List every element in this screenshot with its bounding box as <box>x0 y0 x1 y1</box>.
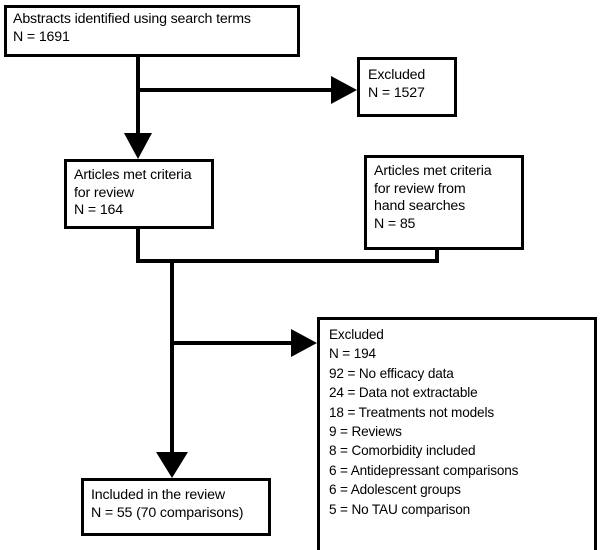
node-hand-searches-text: Articles met criteria for review from ha… <box>367 158 521 236</box>
node-hand-line-3: hand searches <box>374 198 466 215</box>
node-excluded-fulltext-line-4: 24 = Data not extractable <box>329 385 478 401</box>
node-included-text: Included in the review N = 55 (70 compar… <box>84 481 268 525</box>
node-hand-line-2: for review from <box>374 180 466 197</box>
node-excluded-fulltext-line-9: 6 = Adolescent groups <box>329 482 461 498</box>
node-articles-line-3: N = 164 <box>74 202 124 219</box>
arrowhead-down-included <box>156 452 188 478</box>
node-articles-line-2: for review <box>74 184 134 201</box>
node-excluded-fulltext-line-2: N = 194 <box>329 346 376 362</box>
node-excluded-screening-line-2: N = 1527 <box>368 84 425 101</box>
node-included-line-2: N = 55 (70 comparisons) <box>91 504 244 521</box>
node-excluded-screening-text: Excluded N = 1527 <box>360 60 454 105</box>
node-excluded-fulltext: Excluded N = 194 92 = No efficacy data 2… <box>317 317 597 550</box>
node-excluded-fulltext-line-10: 5 = No TAU comparison <box>329 501 471 517</box>
node-articles-line-1: Articles met criteria <box>74 167 192 183</box>
node-excluded-fulltext-line-1: Excluded <box>329 327 384 342</box>
node-abstracts-identified: Abstracts identified using search terms … <box>4 5 300 57</box>
node-excluded-fulltext-text: Excluded N = 194 92 = No efficacy data 2… <box>320 320 594 523</box>
node-excluded-fulltext-line-7: 8 = Comorbidity included <box>329 443 476 459</box>
node-excluded-screening: Excluded N = 1527 <box>357 57 457 117</box>
node-abstracts-line-2: N = 1691 <box>13 28 70 45</box>
node-included-line-1: Included in the review <box>91 487 225 503</box>
arrowhead-right-excluded-screening <box>331 76 357 104</box>
node-included-in-review: Included in the review N = 55 (70 compar… <box>81 478 271 536</box>
node-hand-line-4: N = 85 <box>374 215 416 232</box>
node-excluded-fulltext-line-3: 92 = No efficacy data <box>329 365 454 381</box>
node-articles-met-criteria: Articles met criteria for review N = 164 <box>64 159 214 229</box>
node-excluded-fulltext-line-6: 9 = Reviews <box>329 424 402 440</box>
node-excluded-screening-line-1: Excluded <box>368 67 426 83</box>
node-abstracts-text: Abstracts identified using search terms … <box>7 8 297 49</box>
node-excluded-fulltext-line-8: 6 = Antidepressant comparisons <box>329 462 519 478</box>
node-excluded-fulltext-line-5: 18 = Treatments not models <box>329 404 494 420</box>
node-hand-line-1: Articles met criteria <box>374 163 492 179</box>
arrowhead-right-excluded-fulltext <box>291 329 317 357</box>
arrowhead-down-articles <box>124 133 152 159</box>
node-articles-met-criteria-text: Articles met criteria for review N = 164 <box>67 162 211 223</box>
node-hand-searches: Articles met criteria for review from ha… <box>364 155 524 250</box>
node-abstracts-line-1: Abstracts identified using search terms <box>13 11 251 27</box>
